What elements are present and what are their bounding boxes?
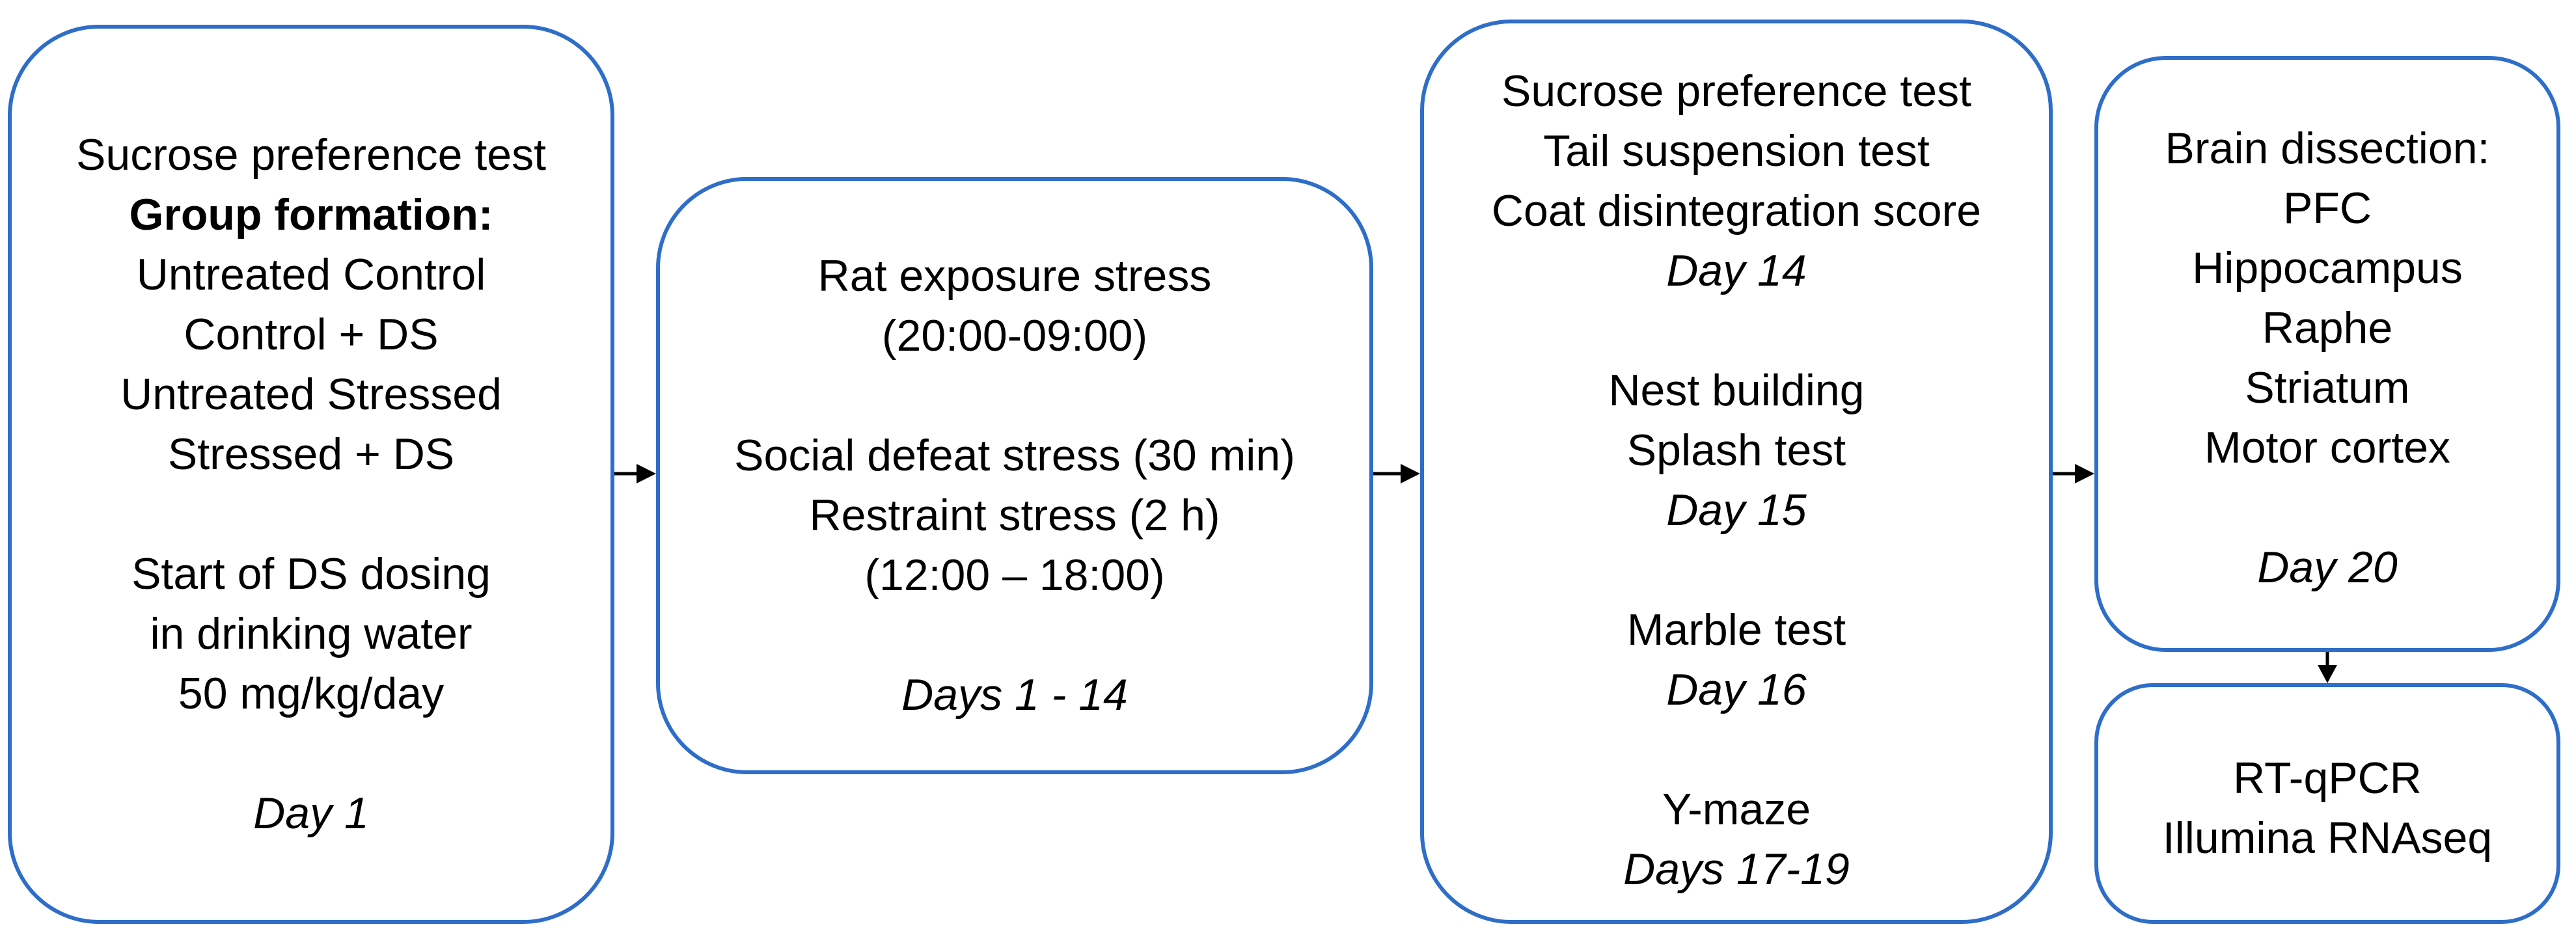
text-restraint: Restraint stress (2 h) [809,491,1220,540]
arrow-box1-to-box2 [614,464,656,483]
text-sucrose-test: Sucrose preference test [76,130,546,180]
step-molecular-analysis: RT-qPCR Illumina RNAseq [2094,683,2560,924]
text-dose: 50 mg/kg/day [178,669,445,718]
text-coat-score: Coat disintegration score [1491,186,1982,236]
text-drinking-water: in drinking water [150,609,473,658]
text-social-defeat: Social defeat stress (30 min) [734,431,1295,480]
text-day-label: Day 1 [253,789,369,838]
step-brain-dissection: Brain dissection: PFC Hippocampus Raphe … [2094,56,2560,652]
arrow-box3-to-box4 [2053,464,2094,483]
text-restraint-time: (12:00 – 18:00) [864,550,1165,600]
text-region-striatum: Striatum [2245,363,2410,412]
text-sucrose-test: Sucrose preference test [1501,66,1971,116]
arrow-box4-to-box5 [2318,652,2337,683]
text-group-control-ds: Control + DS [184,310,439,359]
text-splash-test: Splash test [1626,426,1846,475]
text-day-label: Days 1 - 14 [901,670,1128,720]
text-region-motor-cortex: Motor cortex [2204,423,2450,472]
text-rat-exposure-time: (20:00-09:00) [881,311,1148,360]
text-group-untreated-control: Untreated Control [136,250,486,299]
text-marble-test: Marble test [1626,605,1846,655]
text-day-label: Day 20 [2257,543,2398,592]
text-group-untreated-stressed: Untreated Stressed [120,370,502,419]
text-rat-exposure: Rat exposure stress [817,251,1212,301]
text-rt-qpcr: RT-qPCR [2233,753,2422,803]
text-day-label: Day 15 [1666,485,1807,535]
arrow-box2-to-box3 [1373,464,1420,483]
text-group-formation-heading: Group formation: [129,190,493,239]
text-region-hippocampus: Hippocampus [2192,243,2463,293]
text-nest-building: Nest building [1608,366,1865,415]
step-stress-exposure: Rat exposure stress (20:00-09:00) Social… [656,177,1373,774]
text-brain-dissection: Brain dissection: [2165,124,2490,173]
text-y-maze: Y-maze [1662,785,1811,834]
text-tail-suspension: Tail suspension test [1543,126,1930,176]
text-region-raphe: Raphe [2262,303,2393,353]
text-group-stressed-ds: Stressed + DS [167,429,455,479]
text-region-pfc: PFC [2283,183,2372,233]
text-illumina-rnaseq: Illumina RNAseq [2162,813,2493,863]
text-day-label: Day 14 [1666,246,1807,295]
step-group-formation: Sucrose preference test Group formation:… [8,25,614,924]
text-day-label: Days 17-19 [1623,845,1850,894]
text-ds-dosing-start: Start of DS dosing [131,549,491,599]
text-day-label: Day 16 [1666,665,1807,714]
step-behavioural-tests: Sucrose preference test Tail suspension … [1420,20,2053,924]
